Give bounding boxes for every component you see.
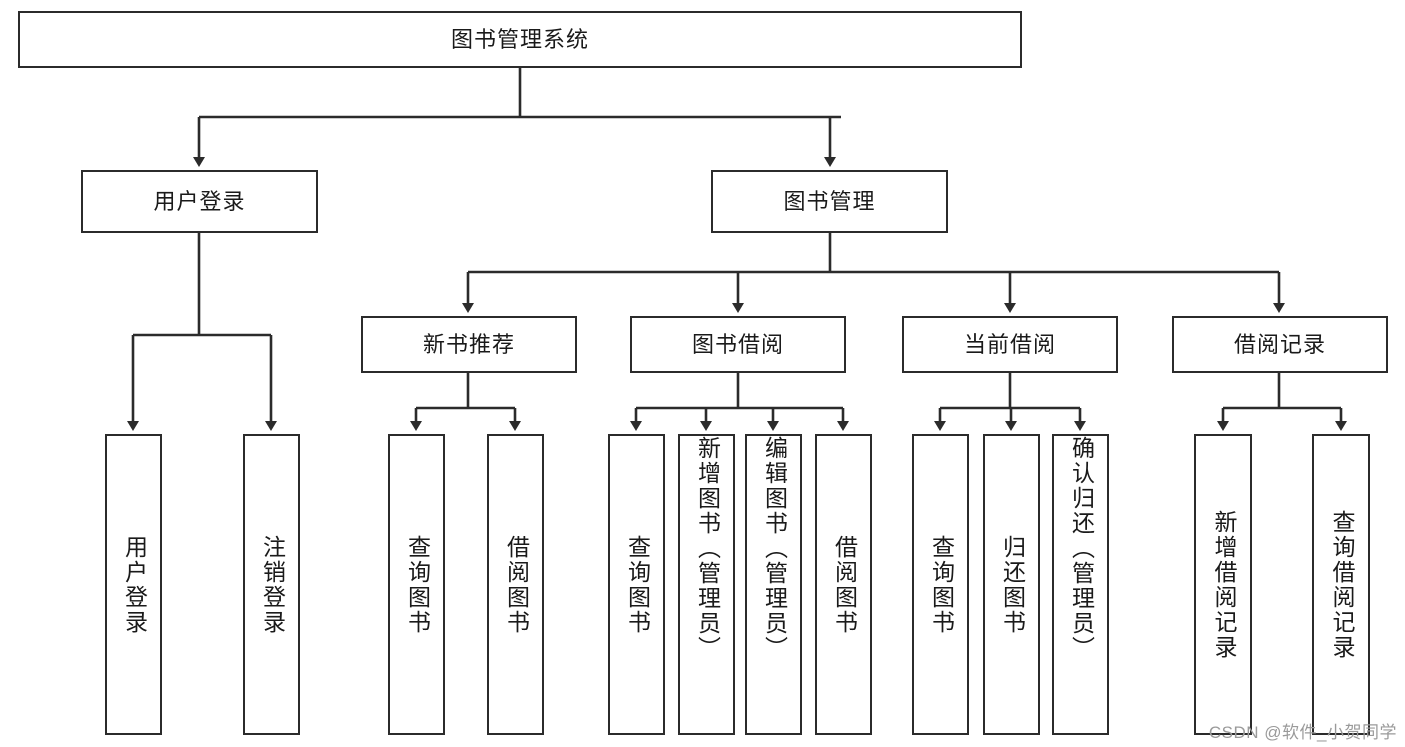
node-book-manage[interactable]: 图书管理 [711, 170, 948, 233]
node-leaf-add-book-label: 新增图书（管理员） [694, 436, 721, 661]
node-leaf-confirm-return-label: 确认归还（管理员） [1068, 436, 1095, 661]
node-new-book-recommend[interactable]: 新书推荐 [361, 316, 577, 373]
node-current-borrow-label: 当前借阅 [963, 331, 1056, 357]
node-leaf-return-book[interactable]: 归还图书 [983, 434, 1040, 735]
node-leaf-edit-book-label: 编辑图书（管理员） [761, 436, 788, 661]
node-new-book-recommend-label: 新书推荐 [422, 331, 515, 357]
node-leaf-return-book-label: 归还图书 [999, 534, 1026, 635]
node-leaf-query-book-2[interactable]: 查询图书 [608, 434, 665, 735]
node-book-borrow-label: 图书借阅 [691, 331, 784, 357]
node-leaf-query-book-3-label: 查询图书 [928, 534, 955, 635]
watermark: CSDN @软件_小贺同学 [1208, 723, 1397, 742]
node-leaf-add-record-label: 新增借阅记录 [1210, 509, 1237, 660]
node-leaf-user-login[interactable]: 用户登录 [105, 434, 162, 735]
node-leaf-query-record[interactable]: 查询借阅记录 [1312, 434, 1370, 735]
node-leaf-query-book-1[interactable]: 查询图书 [388, 434, 445, 735]
node-book-borrow[interactable]: 图书借阅 [630, 316, 846, 373]
node-leaf-query-record-label: 查询借阅记录 [1328, 509, 1355, 660]
node-leaf-query-book-3[interactable]: 查询图书 [912, 434, 969, 735]
node-root-label: 图书管理系统 [450, 26, 589, 52]
node-leaf-borrow-book-1[interactable]: 借阅图书 [487, 434, 544, 735]
node-book-manage-label: 图书管理 [783, 188, 876, 214]
node-leaf-logout-login-label: 注销登录 [259, 534, 286, 635]
node-borrow-record[interactable]: 借阅记录 [1172, 316, 1388, 373]
node-user-login[interactable]: 用户登录 [81, 170, 318, 233]
node-user-login-label: 用户登录 [153, 188, 246, 214]
node-root[interactable]: 图书管理系统 [18, 11, 1022, 68]
node-leaf-add-book[interactable]: 新增图书（管理员） [678, 434, 735, 735]
node-borrow-record-label: 借阅记录 [1233, 331, 1326, 357]
node-leaf-confirm-return[interactable]: 确认归还（管理员） [1052, 434, 1109, 735]
node-current-borrow[interactable]: 当前借阅 [902, 316, 1118, 373]
node-leaf-edit-book[interactable]: 编辑图书（管理员） [745, 434, 802, 735]
node-leaf-query-book-2-label: 查询图书 [624, 534, 651, 635]
node-leaf-borrow-book-2[interactable]: 借阅图书 [815, 434, 872, 735]
node-leaf-add-record[interactable]: 新增借阅记录 [1194, 434, 1252, 735]
node-leaf-query-book-1-label: 查询图书 [404, 534, 431, 635]
node-leaf-user-login-label: 用户登录 [121, 534, 148, 635]
node-leaf-logout-login[interactable]: 注销登录 [243, 434, 300, 735]
node-leaf-borrow-book-2-label: 借阅图书 [831, 534, 858, 635]
node-leaf-borrow-book-1-label: 借阅图书 [503, 534, 530, 635]
